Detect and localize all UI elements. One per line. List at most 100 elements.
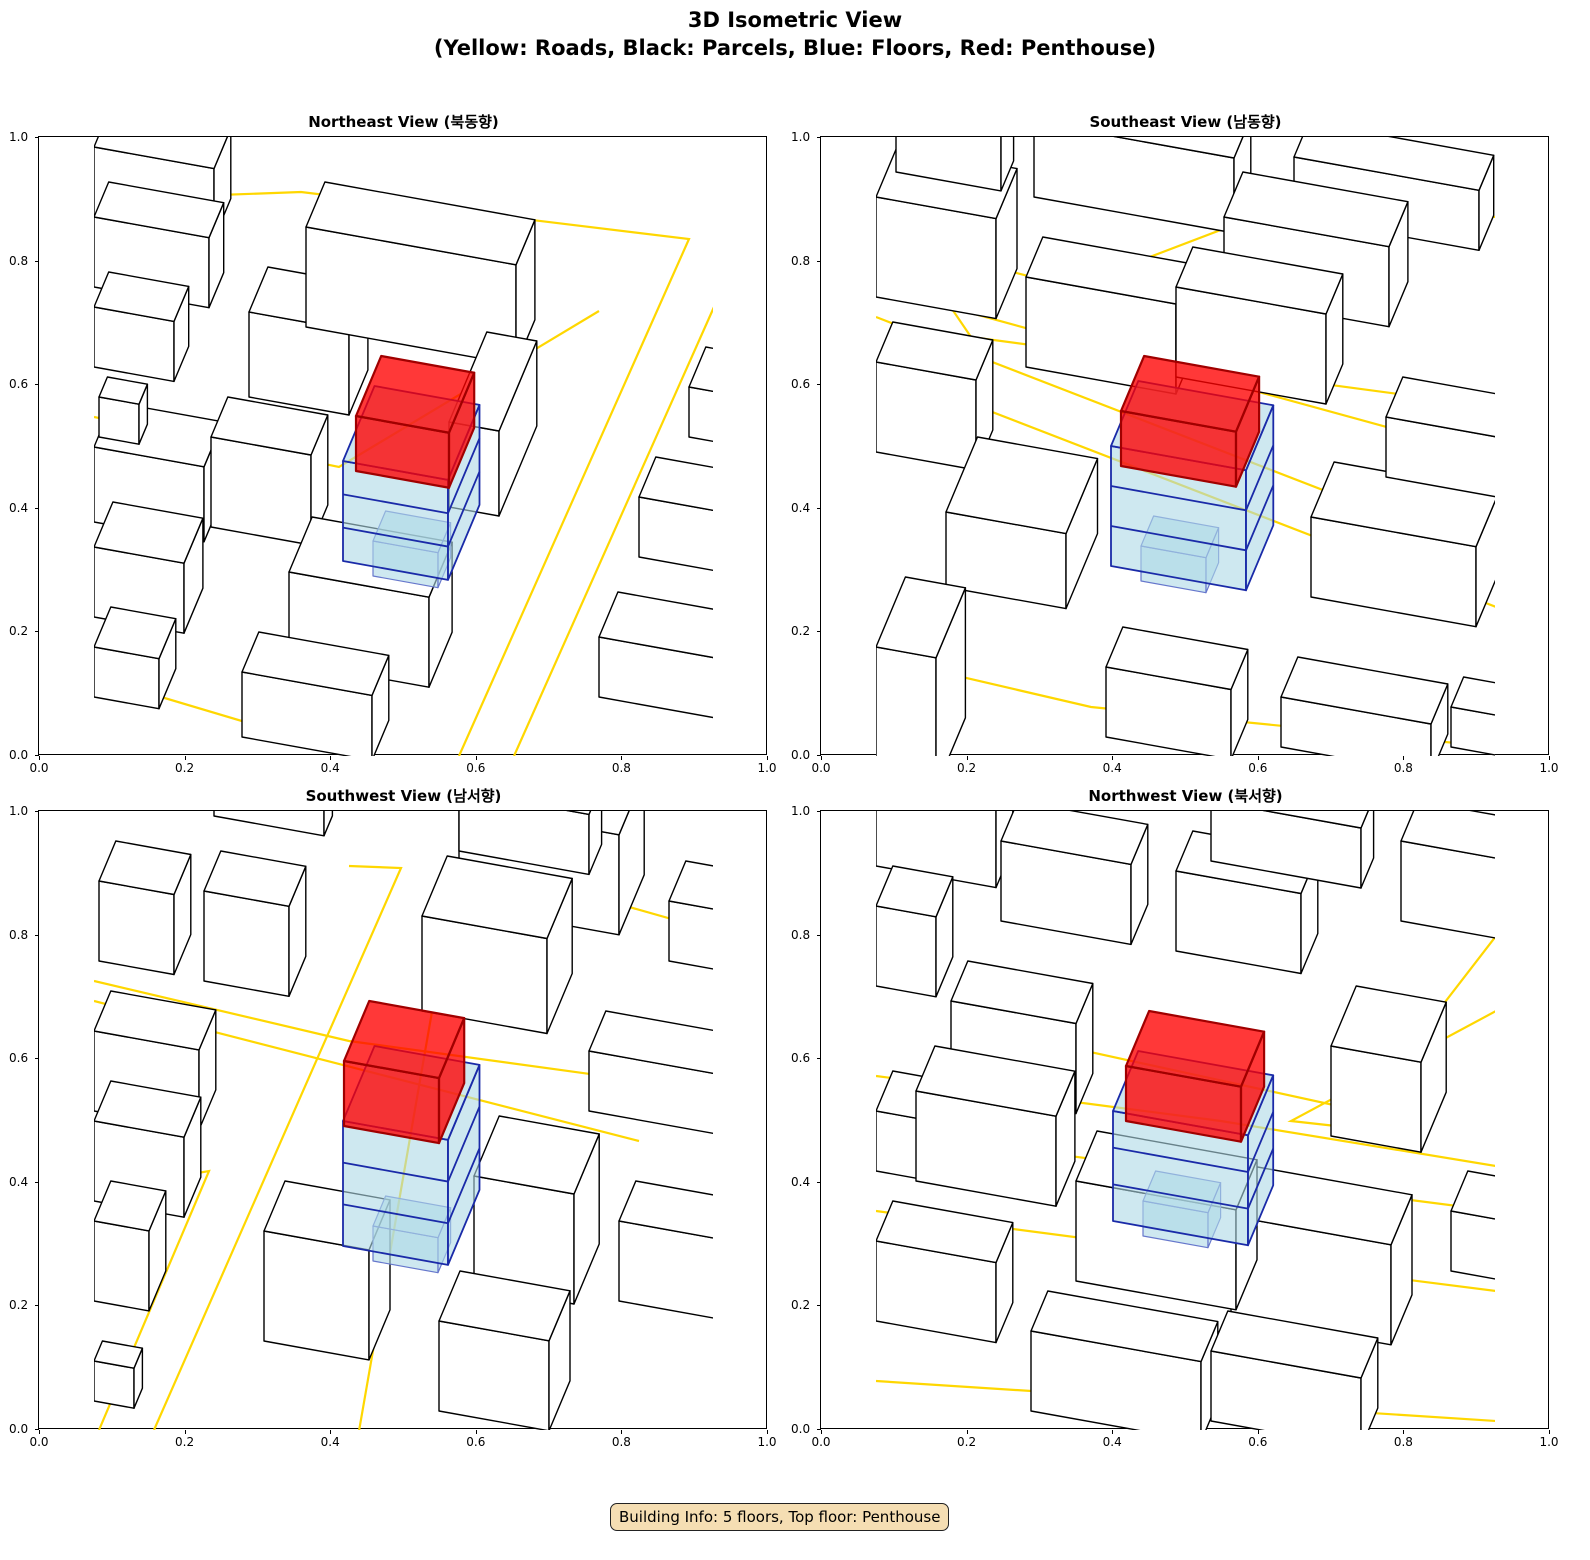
parcel-building — [876, 321, 994, 471]
front-face — [94, 1360, 135, 1409]
parcel-building — [1210, 811, 1375, 889]
top-face — [1119, 354, 1261, 433]
side-face — [714, 613, 733, 718]
top-face — [876, 321, 994, 381]
y-tick-label: 0.8 — [791, 927, 811, 942]
side-face — [719, 352, 736, 442]
parcel-building — [1210, 1310, 1379, 1430]
floor-line — [1112, 1148, 1275, 1210]
top-face — [94, 990, 217, 1051]
y-tick — [35, 1429, 39, 1430]
y-tick-label: 0.0 — [9, 1422, 29, 1436]
front-face — [213, 811, 325, 837]
y-tick-label: 1.0 — [9, 130, 29, 144]
parcel-building — [876, 1200, 1014, 1344]
y-tick — [817, 1429, 821, 1430]
side-face — [1000, 137, 1015, 192]
x-tick — [330, 756, 332, 760]
y-tick-label: 1.0 — [791, 804, 811, 818]
top-face — [1223, 171, 1409, 248]
top-face — [203, 850, 307, 908]
front-face — [876, 361, 977, 471]
top-face — [94, 501, 204, 564]
x-tick-label: 0.4 — [320, 761, 340, 775]
parcel-building — [1230, 1165, 1413, 1346]
view-canvas — [94, 137, 736, 756]
parcel-building — [1105, 626, 1249, 756]
top-face — [98, 840, 192, 896]
top-face — [1113, 137, 1244, 159]
top-face — [342, 999, 466, 1080]
parcel-building — [1330, 985, 1447, 1153]
y-tick — [817, 384, 821, 386]
x-tick — [1112, 1430, 1114, 1434]
front-face — [210, 436, 312, 546]
x-tick — [39, 1430, 40, 1434]
parcel-building — [1400, 811, 1495, 939]
top-face — [1400, 811, 1495, 859]
top-face — [1293, 137, 1495, 191]
x-tick — [621, 756, 623, 760]
top-face — [876, 865, 954, 918]
parcel-building — [241, 631, 390, 756]
parcel-building — [1030, 1290, 1219, 1430]
parcel-building — [1033, 137, 1252, 234]
side-face — [1496, 1179, 1513, 1279]
y-tick-label: 0.0 — [791, 1422, 811, 1436]
x-tick-label: 0.8 — [1393, 761, 1413, 775]
top-face — [305, 181, 536, 266]
front-face — [1450, 706, 1495, 756]
parcel-building — [1280, 656, 1449, 756]
parcel-building — [688, 346, 736, 443]
top-face — [1124, 1009, 1266, 1088]
side-face — [588, 811, 603, 876]
x-tick — [821, 1430, 822, 1434]
front-face — [876, 905, 937, 998]
x-tick — [475, 756, 477, 760]
top-face — [438, 1270, 571, 1342]
top-face — [1385, 376, 1495, 438]
figure-title-line1: 3D Isometric View — [687, 8, 903, 32]
top-face — [94, 1340, 144, 1369]
parcel-building — [98, 376, 149, 445]
x-tick — [39, 756, 40, 760]
side-face — [714, 869, 731, 969]
parcel-building — [638, 456, 731, 572]
y-tick — [35, 1305, 39, 1307]
side-face — [714, 1198, 731, 1318]
y-tick — [817, 137, 821, 138]
top-face — [94, 181, 225, 239]
front-face — [203, 890, 290, 998]
x-tick-label: 1.0 — [757, 761, 777, 775]
view-canvas — [876, 137, 1495, 756]
top-face — [1280, 656, 1449, 725]
view-canvas — [94, 811, 731, 1430]
y-tick-label: 0.8 — [9, 927, 29, 942]
front-face — [98, 880, 175, 976]
x-tick-label: 0.2 — [175, 1435, 195, 1449]
floor-line — [342, 471, 481, 548]
y-tick-label: 0.2 — [791, 1298, 811, 1313]
y-tick-label: 0.6 — [9, 1051, 29, 1066]
x-tick-label: 0.8 — [611, 1435, 631, 1449]
top-face — [668, 860, 713, 910]
x-tick — [1112, 756, 1114, 760]
parcel-building — [1385, 376, 1495, 498]
front-face — [638, 496, 713, 572]
y-tick — [35, 260, 39, 262]
side-face — [714, 471, 731, 571]
floor-line — [1110, 484, 1275, 552]
y-tick — [35, 631, 39, 633]
x-tick — [1257, 1430, 1259, 1434]
front-face — [588, 1050, 713, 1135]
x-tick-label: 0.8 — [1393, 1435, 1413, 1449]
x-tick — [1549, 756, 1550, 760]
parcel-building — [598, 591, 733, 719]
x-tick-label: 1.0 — [1539, 761, 1559, 775]
y-tick — [35, 137, 39, 138]
parcel-building — [94, 1180, 167, 1312]
y-tick-label: 0.8 — [9, 253, 29, 268]
y-tick-label: 0.6 — [791, 377, 811, 392]
